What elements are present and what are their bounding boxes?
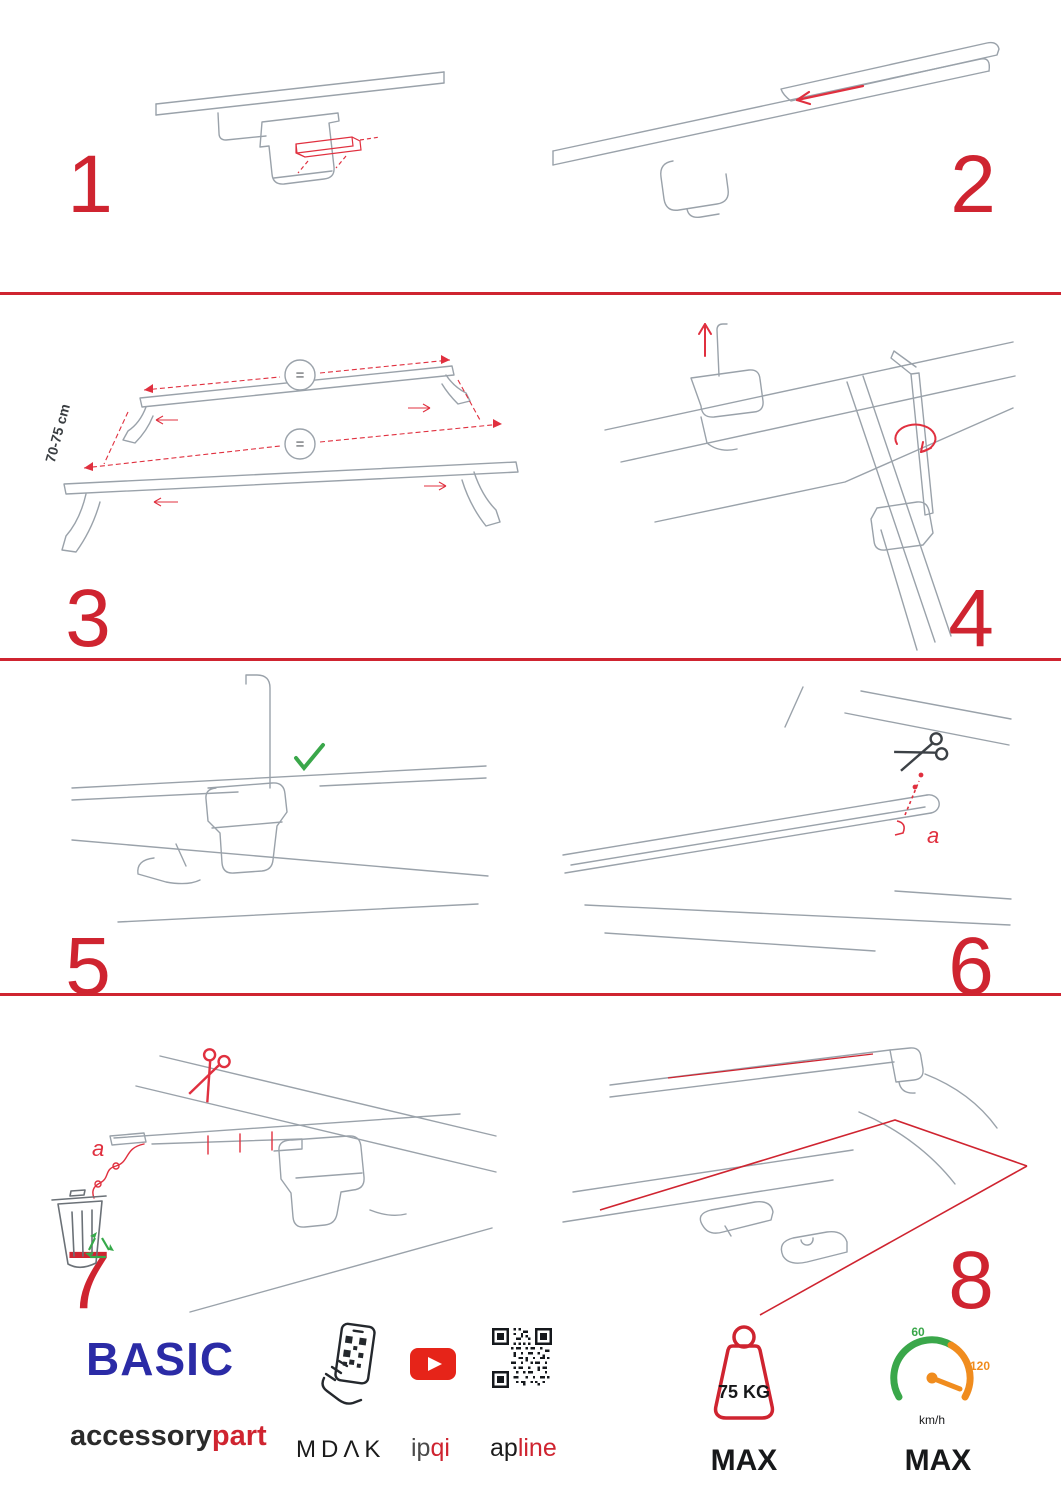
step-number-6: 6 [948,921,994,1012]
cut-marks [92,1131,273,1199]
phone-qr-scan-icon [321,1322,376,1405]
step-6-illustration: a [562,686,1012,952]
speed-max-label: MAX [904,1444,972,1477]
step-8-illustration [562,1047,1028,1316]
step-number-3: 3 [65,573,111,664]
max-load-value: 75 KG [718,1382,770,1402]
partner-apline: apline [490,1434,557,1463]
section-divider [0,658,1061,661]
partner-ipqi: ipqi [411,1434,450,1463]
speedometer-icon: 60 120 km/h [890,1325,990,1427]
brand-subtitle: accessorypart [70,1420,267,1453]
measurement-lines [83,359,503,507]
equal-sign: = [296,436,305,453]
brand-subtitle-black: accessory [70,1420,212,1452]
partner-ipqi-red: qi [430,1434,450,1462]
step-5-illustration [71,674,489,923]
partner-ipqi-black: ip [411,1434,431,1462]
cut-label-a: a [92,1136,104,1161]
step-7-illustration: a [51,1048,497,1313]
speed-green-value: 60 [911,1325,925,1339]
partner-apline-red: line [517,1434,557,1462]
step-number-4: 4 [948,573,994,664]
section-divider [0,292,1061,295]
max-load-label: MAX [710,1444,778,1477]
scissors-icon [188,1048,231,1103]
tighten-arrows [698,323,937,453]
brand-logo: BASIC [86,1333,235,1385]
step-4-illustration [604,323,1016,651]
trash-bin-icon [51,1189,107,1269]
step-2-illustration [552,41,1000,219]
cut-piece-highlight [894,772,924,836]
slide-arrow-icon [795,84,865,106]
step-number-8: 8 [948,1235,994,1326]
partner-mdak: MDΛK [296,1436,386,1463]
play-icon [428,1357,442,1371]
step-number-1: 1 [67,139,113,230]
checkmark-icon [294,743,325,772]
youtube-icon [410,1348,456,1380]
highlight-lines [599,1053,1028,1316]
equal-sign: = [296,367,305,384]
section-divider [0,993,1061,996]
rubber-pad-highlight [295,136,381,174]
speed-unit: km/h [919,1413,945,1427]
scissors-icon [894,732,949,772]
cut-label-a: a [927,823,939,848]
recycle-icon [85,1232,114,1259]
step-number-2: 2 [950,139,996,230]
qr-code-icon [492,1328,552,1388]
speed-orange-value: 120 [970,1359,990,1373]
partner-apline-black: ap [490,1434,518,1462]
brand-subtitle-red: part [211,1420,267,1452]
max-load-weight-icon: 75 KG [713,1325,775,1420]
step-1-illustration [155,71,445,185]
step-number-5: 5 [65,921,111,1012]
step-3-illustration: = = [61,355,519,553]
